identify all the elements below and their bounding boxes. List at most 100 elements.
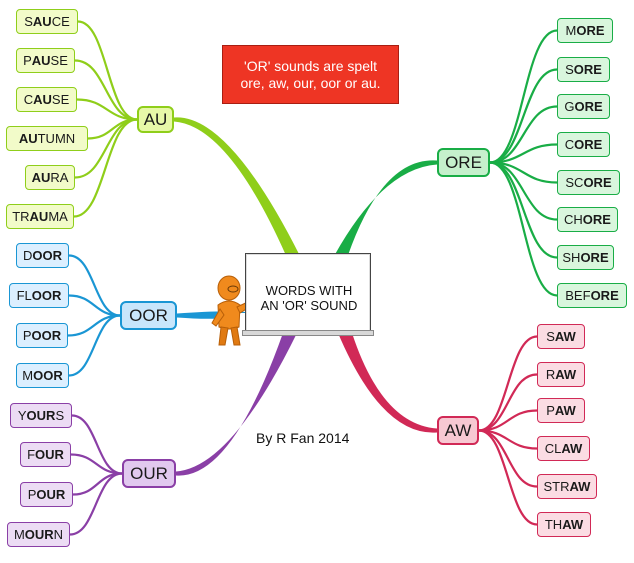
word-spelling-highlight: AW <box>555 367 577 382</box>
connector-ore-2 <box>489 68 558 164</box>
connector-ore-8 <box>489 161 558 297</box>
word-suffix: RA <box>50 170 69 185</box>
connector-oor-1 <box>68 254 121 317</box>
word-spelling-highlight: ORE <box>582 212 611 227</box>
word-suffix: S <box>55 408 65 423</box>
connector-au-1 <box>77 20 138 121</box>
word-spelling-highlight: AU <box>18 131 38 146</box>
word-spelling-highlight: ORE <box>583 175 612 190</box>
branch-aw[interactable]: AW <box>437 416 479 445</box>
connector-au-2 <box>74 59 138 121</box>
word-suffix: SE <box>50 53 68 68</box>
word-spelling-highlight: OUR <box>26 408 56 423</box>
word-prefix: S <box>546 329 555 344</box>
spelling-note: 'OR' sounds are spelt ore, aw, our, oor … <box>222 45 399 104</box>
word-spelling-highlight: AW <box>562 517 584 532</box>
note-line-2: ore, aw, our, oor or au. <box>240 75 381 91</box>
trunk-aw <box>338 333 437 433</box>
word-spelling-highlight: AU <box>31 170 51 185</box>
word-prefix: F <box>27 447 36 462</box>
word-prefix: D <box>22 248 33 263</box>
connector-ore-7 <box>489 161 558 259</box>
branch-our[interactable]: OUR <box>122 459 176 488</box>
branch-au[interactable]: AU <box>137 106 174 133</box>
trunk-our <box>176 333 297 476</box>
word-prefix: CH <box>564 212 583 227</box>
trunk-au <box>174 117 302 261</box>
word-prefix: STR <box>543 479 570 494</box>
central-topic: WORDS WITH AN 'OR' SOUND <box>249 283 369 313</box>
central-topic-line-1: WORDS WITH <box>265 283 353 298</box>
word-prefix: R <box>545 367 556 382</box>
word-spelling-highlight: AU <box>32 14 52 29</box>
word-prefix: P <box>22 328 32 343</box>
whiteboard-ledge <box>242 330 374 336</box>
word-prefix: SH <box>562 250 581 265</box>
word-prefix: P <box>27 487 37 502</box>
word-prefix: C <box>564 137 575 152</box>
central-whiteboard <box>245 253 371 333</box>
word-spelling-highlight: OOR <box>31 288 62 303</box>
word-prefix: P <box>546 403 555 418</box>
word-prefix: P <box>23 53 32 68</box>
word-spelling-highlight: AU <box>33 92 52 107</box>
word-prefix: S <box>565 62 574 77</box>
word-prefix: CL <box>544 441 562 456</box>
word-prefix: M <box>22 368 34 383</box>
author-credit: By R Fan 2014 <box>256 430 350 446</box>
word-prefix: BEF <box>565 288 591 303</box>
word-suffix: MA <box>48 209 68 224</box>
word-spelling-highlight: OUR <box>35 447 64 462</box>
word-spelling-highlight: ORE <box>576 23 605 38</box>
word-spelling-highlight: ORE <box>573 62 602 77</box>
word-prefix: S <box>24 14 33 29</box>
branch-oor[interactable]: OOR <box>120 301 177 330</box>
connector-aw-2 <box>478 373 538 432</box>
word-spelling-highlight: AU <box>29 209 49 224</box>
connector-our-4 <box>69 472 123 536</box>
word-suffix: SE <box>51 92 70 107</box>
branch-ore[interactable]: ORE <box>437 148 490 177</box>
word-spelling-highlight: OOR <box>32 248 62 263</box>
word-suffix: N <box>53 527 64 542</box>
word-suffix: TUMN <box>37 131 76 146</box>
connector-aw-6 <box>478 429 538 526</box>
word-prefix: SC <box>565 175 584 190</box>
word-spelling-highlight: OUR <box>24 527 54 542</box>
word-spelling-highlight: AW <box>554 329 576 344</box>
word-prefix: TR <box>12 209 30 224</box>
word-spelling-highlight: ORE <box>590 288 619 303</box>
connector-ore-3 <box>489 105 558 164</box>
word-prefix: FL <box>16 288 32 303</box>
word-prefix: Y <box>17 408 27 423</box>
word-spelling-highlight: AW <box>569 479 591 494</box>
